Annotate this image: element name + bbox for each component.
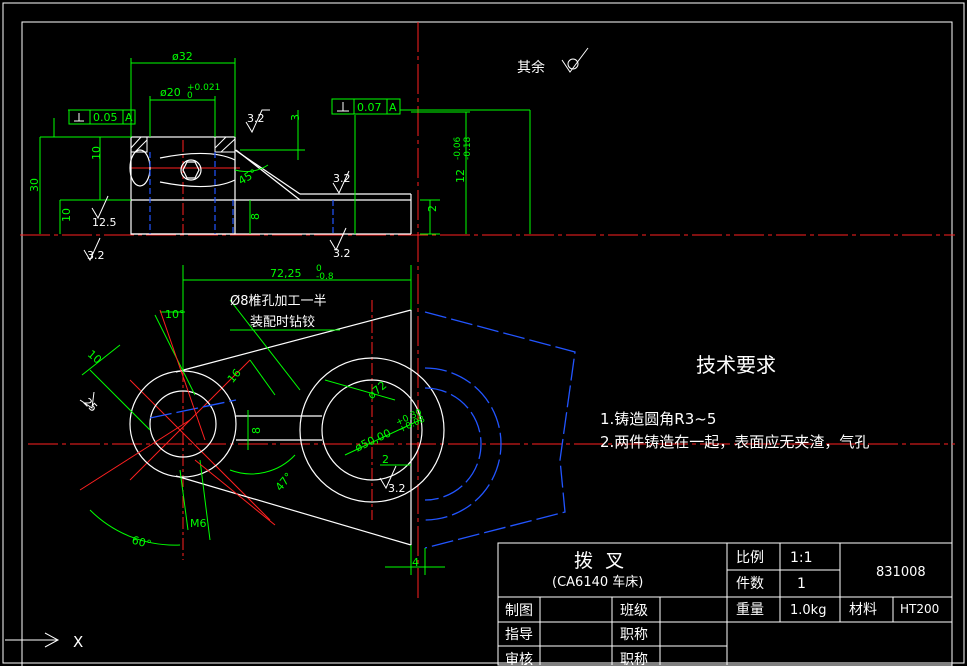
dim-h2: 2	[426, 205, 439, 212]
top-view	[129, 309, 445, 546]
review-label: 审核	[505, 652, 533, 666]
tol-perp-2: 0.07	[357, 101, 382, 114]
title-label: 职称	[620, 627, 648, 643]
rough-front-2: 3.2	[333, 172, 351, 185]
tol-datum-2: A	[389, 101, 397, 114]
dim-ang60: 60°	[130, 534, 152, 552]
rough-front-3: 12.5	[92, 216, 117, 229]
dim-h12: 12	[454, 169, 467, 183]
tech-requirement-2: 2.两件铸造在一起，表面应无夹渣，气孔	[600, 433, 869, 451]
dim-d32: ø32	[172, 50, 193, 63]
part-name: 拨 叉	[574, 550, 624, 572]
rough-top-1: 3.2	[388, 482, 406, 495]
rough-front-4: 3.2	[87, 249, 105, 262]
dim-h10b: 10	[60, 208, 73, 222]
weight-label: 重量	[736, 602, 764, 618]
tech-requirement-1: 1.铸造圆角R3~5	[600, 410, 716, 428]
taper-note-1: Ø8椎孔加工一半	[230, 294, 327, 309]
dim-w2: 2	[382, 453, 389, 466]
front-hidden-lines	[149, 152, 334, 234]
title-label-2: 职称	[620, 652, 648, 666]
dim-h8: 8	[249, 213, 262, 220]
dim-len72-tol2: -0.8	[316, 272, 334, 282]
tech-requirements-title: 技术要求	[696, 353, 776, 377]
material-label: 材料	[849, 602, 877, 618]
tol-datum-1: A	[125, 111, 133, 124]
weight-value: 1.0kg	[790, 603, 826, 618]
dim-d20-tol2: 0	[187, 91, 193, 101]
front-hatch	[130, 136, 236, 153]
other-surface-note: 其余	[517, 59, 545, 76]
dim-d20: ø20	[160, 86, 181, 99]
class-label: 班级	[620, 603, 648, 619]
dim-w8: 8	[250, 427, 263, 434]
guide-label: 指导	[505, 627, 533, 643]
ucs-x-label: X	[73, 633, 83, 651]
title-block	[497, 542, 953, 666]
front-dims	[39, 58, 531, 235]
dim-ang10: 10°	[165, 308, 185, 321]
scale-label: 比例	[736, 550, 764, 566]
dim-w4: 4	[412, 556, 419, 569]
top-view-dims	[81, 265, 445, 575]
dim-h12-tol2: -0.18	[463, 136, 473, 160]
qty-label: 件数	[736, 576, 764, 592]
dim-d20-tol: +0.021	[187, 83, 220, 93]
dim-h12-tol: -0.06	[453, 136, 463, 160]
perpendicularity-symbols	[74, 102, 349, 122]
ucs-icon	[5, 632, 60, 648]
dim-h3: 3	[289, 114, 302, 121]
qty-value: 1	[797, 576, 806, 592]
machine-name: (CA6140 车床)	[552, 574, 643, 590]
dim-m6: M6	[190, 517, 207, 530]
taper-note-2: 装配时钻铰	[250, 315, 315, 330]
material-value: HT200	[900, 602, 939, 616]
dim-len72: 72,25	[270, 267, 302, 280]
rough-front-1: 3.2	[247, 112, 265, 125]
scale-value: 1:1	[790, 550, 813, 566]
dim-h10: 10	[90, 146, 103, 160]
top-view-red-aux	[79, 309, 276, 526]
dim-len72-tol: 0	[316, 264, 322, 274]
roughness-symbols	[79, 47, 589, 490]
mirror-part-hidden	[149, 311, 576, 549]
dim-h30: 30	[28, 178, 41, 192]
drawing-number: 831008	[876, 565, 926, 580]
rough-front-5: 3.2	[333, 247, 351, 260]
drawn-by-label: 制图	[505, 603, 533, 619]
feature-control-frames	[68, 98, 401, 125]
front-view	[129, 136, 412, 235]
tol-perp-1: 0.05	[93, 111, 118, 124]
